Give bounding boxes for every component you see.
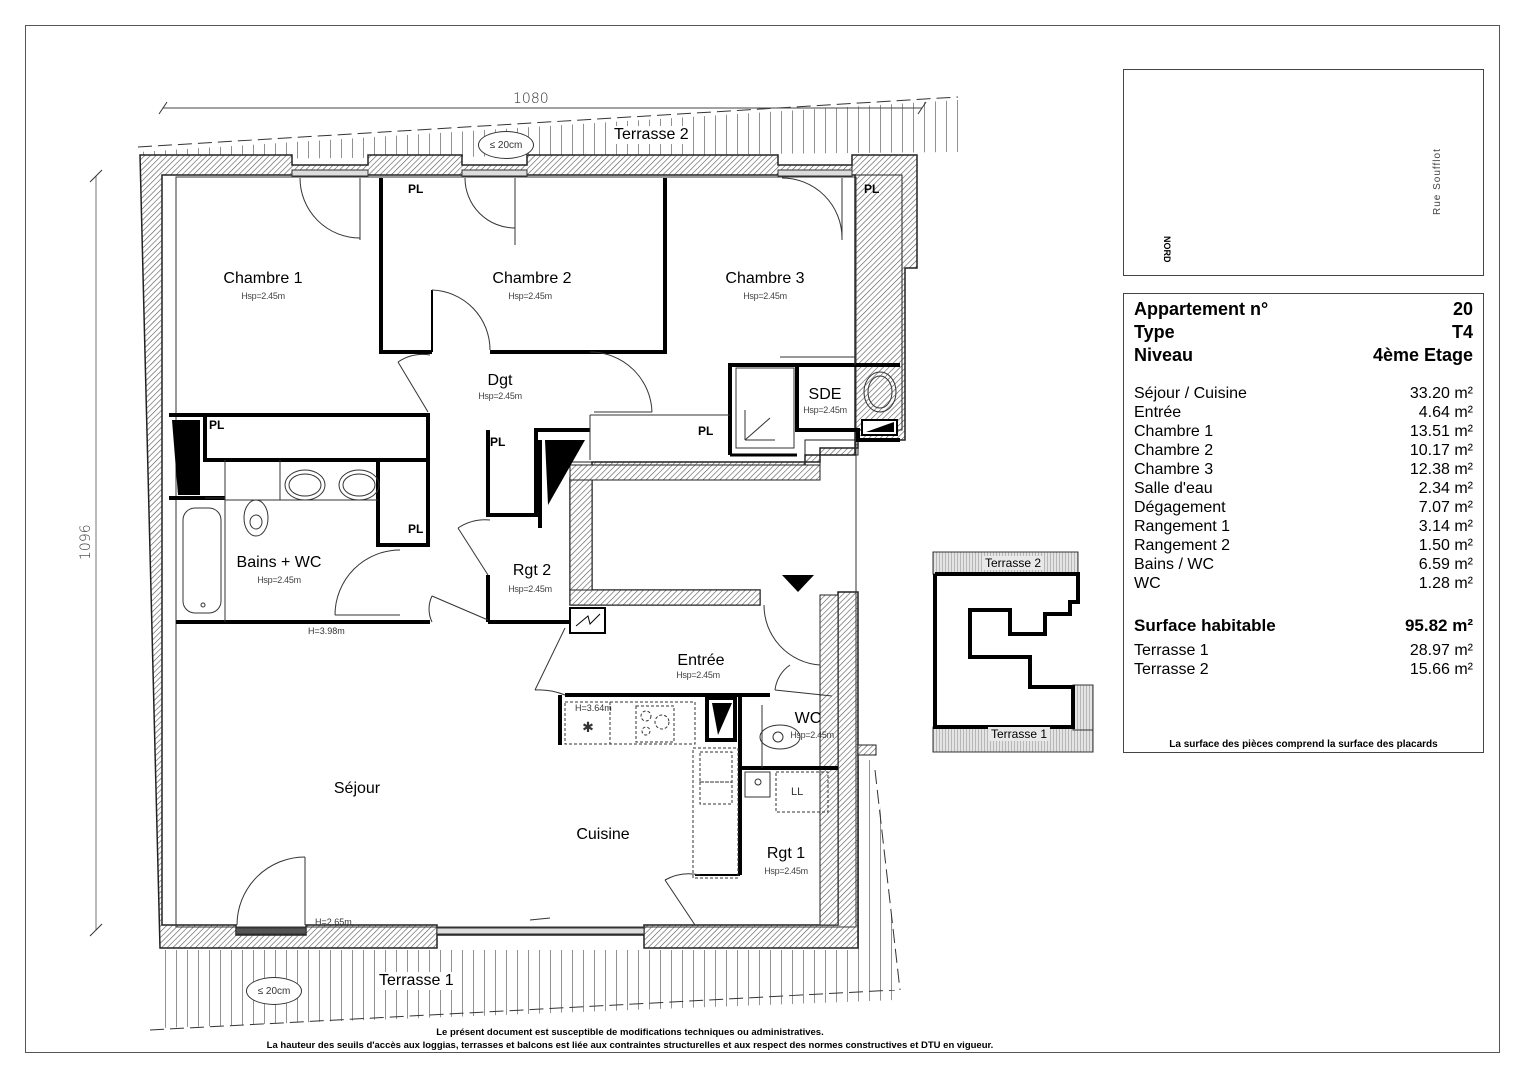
room-wc-height: Hsp=2.45m xyxy=(790,730,834,740)
closet-note: La surface des pièces comprend la surfac… xyxy=(1169,739,1438,750)
svg-text:✱: ✱ xyxy=(582,720,594,736)
height-note-sejour: H=2.65m xyxy=(315,917,352,927)
room-rgt-1-height: Hsp=2.45m xyxy=(764,866,808,876)
terrace-1-label: Terrasse 1 xyxy=(377,972,456,990)
dimension-height: 1096 xyxy=(78,524,94,560)
closet-label: PL xyxy=(698,424,714,438)
compass-label: NORD xyxy=(1162,236,1172,263)
sheet-frame xyxy=(25,25,1500,1053)
street-label: Rue Soufflot xyxy=(1432,148,1443,215)
room-entree: Entrée xyxy=(677,652,725,669)
room-chambre-3-height: Hsp=2.45m xyxy=(743,291,787,301)
entrance-marker xyxy=(782,575,814,592)
room-entree-height: Hsp=2.45m xyxy=(676,670,720,680)
closet-label: PL xyxy=(864,182,880,196)
terrace-2-label: Terrasse 2 xyxy=(612,126,691,144)
disclaimer-line-1: Le présent document est susceptible de m… xyxy=(436,1027,824,1038)
room-chambre-1: Chambre 1 xyxy=(223,270,303,287)
room-rgt-1: Rgt 1 xyxy=(766,845,806,862)
height-note-bains: H=3.98m xyxy=(308,626,345,636)
height-note-kitchen: H=3.64m xyxy=(575,703,612,713)
closet-label: PL xyxy=(408,182,424,196)
room-wc: WC xyxy=(794,710,822,727)
location-map xyxy=(1123,69,1484,276)
mini-terrace-2-label: Terrasse 2 xyxy=(981,556,1045,570)
terrace-2-area xyxy=(138,100,958,160)
threshold-badge-top: ≤ 20cm xyxy=(478,131,534,159)
threshold-badge-bottom: ≤ 20cm xyxy=(246,977,302,1005)
dimension-width: 1080 xyxy=(513,91,549,107)
room-dgt: Dgt xyxy=(487,372,513,389)
disclaimer-line-2: La hauteur des seuils d'accès aux loggia… xyxy=(266,1040,994,1051)
room-bains-wc: Bains + WC xyxy=(236,554,322,571)
closet-label: PL xyxy=(408,522,424,536)
terrace-1-area xyxy=(160,950,895,1028)
apartment-number-row: Appartement n°20 xyxy=(1134,299,1473,319)
laundry-label: LL xyxy=(791,786,804,798)
room-rgt-2-height: Hsp=2.45m xyxy=(508,584,552,594)
room-sejour: Séjour xyxy=(333,780,381,797)
room-sde-height: Hsp=2.45m xyxy=(803,405,847,415)
mini-terrace-1-label: Terrasse 1 xyxy=(987,727,1051,741)
room-sde: SDE xyxy=(808,386,842,403)
room-cuisine: Cuisine xyxy=(576,826,630,843)
closet-label: PL xyxy=(209,418,225,432)
room-rgt-2: Rgt 2 xyxy=(512,562,552,579)
room-chambre-2: Chambre 2 xyxy=(492,270,572,287)
room-chambre-3: Chambre 3 xyxy=(725,270,805,287)
closet-label: PL xyxy=(490,435,506,449)
room-bains-wc-height: Hsp=2.45m xyxy=(257,575,301,585)
room-chambre-2-height: Hsp=2.45m xyxy=(508,291,552,301)
room-chambre-1-height: Hsp=2.45m xyxy=(241,291,285,301)
room-dgt-height: Hsp=2.45m xyxy=(478,391,522,401)
